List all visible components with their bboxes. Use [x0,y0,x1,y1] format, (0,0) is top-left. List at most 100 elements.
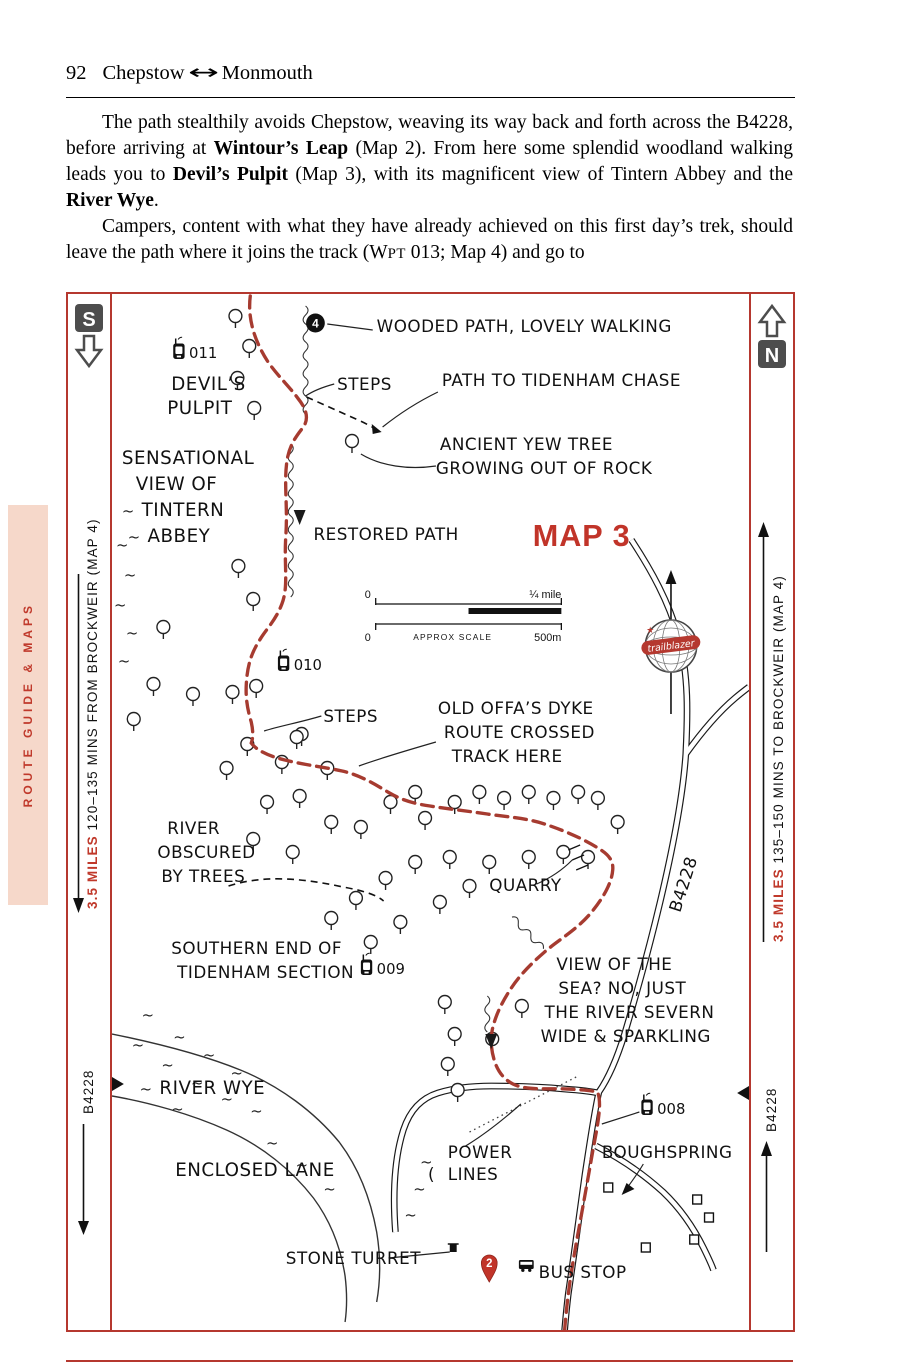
waypoint-011: 011 [189,344,217,362]
svg-text:~: ~ [420,1153,432,1171]
gps-waypoints: 011 010 009 008 [172,336,685,1118]
header-rule [66,97,795,98]
gps-icon [360,952,373,976]
svg-text:~: ~ [173,1028,185,1046]
route-direction-arrows [293,510,498,1049]
map-canvas: ~~ ~~ ~ ~~ ~~ ~~ ~~ ~~ ~ ~~ ~ ~~ ~ [112,294,749,1330]
miles-text: 3.5 MILES [771,868,786,942]
river-wye-lines [112,1033,381,1323]
gps-icon [640,1092,654,1116]
paragraph-1: The path stealthily avoids Chepstow, wea… [66,110,793,214]
text-segment-bold: Wintour’s Leap [213,137,349,159]
svg-text:~: ~ [231,1064,243,1082]
label-steps-mid: STEPS [323,706,378,726]
scale-500m: 500m [534,632,561,644]
next-map-frame-edge [66,1360,793,1368]
label-offas-2: ROUTE CROSSED [444,722,595,742]
svg-text:~: ~ [404,1206,416,1224]
svg-text:~: ~ [296,1156,308,1174]
label-southern-1: SOUTHERN END OF [171,938,342,958]
text-segment-smallcaps: PT [387,245,406,262]
logo-star-icon: ★ [646,625,654,635]
map-title: MAP 3 [533,518,631,553]
time-text: 135–150 MINS TO BROCKWEIR (MAP 4) [771,575,786,869]
svg-text:~: ~ [118,652,130,670]
waypoint-008: 008 [657,1100,685,1118]
label-sensational-2: VIEW OF [136,474,218,495]
double-arrow-icon: ↔ [187,60,219,84]
label-yew-1: ANCIENT YEW TREE [440,434,613,454]
label-sensational-1: SENSATIONAL [122,448,255,469]
text-segment-bold: Devil’s Pulpit [172,163,288,185]
text-segment: The path stealthily avoids Chepstow, wea… [66,112,793,159]
text-segment: (Map 3), with its magnificent view of Ti… [287,163,793,185]
compass-south-letter: S [82,309,95,331]
label-power-2: LINES [448,1164,499,1184]
label-offas-3: TRACK HERE [451,746,563,766]
svg-text:~: ~ [171,1100,183,1118]
svg-text:~: ~ [142,1006,154,1024]
label-sea-view-4: WIDE & SPARKLING [541,1026,711,1046]
svg-text:~: ~ [413,1180,425,1198]
text-segment: (Map 2). From here some splendid woodlan… [66,137,793,185]
north-needle-arrowhead [665,570,677,584]
label-restored-path: RESTORED PATH [313,524,458,544]
left-distance-text: 3.5 MILES 120–135 MINS FROM BROCKWEIR (M… [85,372,100,909]
svg-text:~: ~ [203,1046,215,1064]
text-segment-bold: River Wye [66,189,154,211]
route-guide-label: ROUTE GUIDE & MAPS [21,602,35,808]
roads [390,538,749,1330]
svg-text:4: 4 [312,316,319,330]
label-sea-view-2: SEA? NO, JUST [558,978,686,998]
road-arrow-down [78,1124,89,1235]
svg-text:~: ~ [114,596,126,614]
label-pointer-lines [263,323,644,1259]
paragraph-2: Campers, content with what they have alr… [66,214,793,266]
label-sea-view-3: THE RIVER SEVERN [544,1002,715,1022]
tilde-mark: ~ [122,502,134,520]
text-segment: Campers, content with what they have alr… [66,215,793,263]
offas-dyke-route [244,294,615,1330]
scale-quarter-mile: ¼ mile [529,589,561,601]
tilde-marks: ~~ ~~ ~ ~~ ~~ ~~ ~~ ~~ ~ ~~ ~ ~~ ~ [114,536,433,1224]
svg-text:~: ~ [140,1080,152,1098]
direction-arrow-from-brockweir [73,574,84,913]
svg-text:~: ~ [116,536,128,554]
north-arrow-icon [757,303,787,338]
house-icons [603,1182,715,1253]
svg-text:~: ~ [132,1036,144,1054]
south-arrow-icon [74,334,104,369]
compass-south: S [74,304,104,369]
stone-turret-icon [447,1243,459,1252]
scale-approx-label: APPROX SCALE [413,632,492,642]
svg-text:~: ~ [323,1180,335,1198]
label-boughspring: BOUGHSPRING [602,1142,733,1162]
text-segment: 013; Map 4) and go to [405,241,585,263]
page-number: 92 [66,62,87,84]
scale-bar: 0 ¼ mile 0 APPROX SCALE 500m [365,589,562,644]
label-river-obscured-3: BY TREES [161,866,245,886]
label-bus-stop: BUS STOP [539,1262,627,1282]
svg-text:~: ~ [191,1074,203,1092]
map-join-marker-4: 4 [306,313,325,333]
label-offas-1: OLD OFFA’S DYKE [438,698,594,718]
svg-text:~: ~ [126,624,138,642]
map-panel: S 3.5 MILES 120–135 MINS FROM BROCKWEIR … [66,292,795,1332]
time-text: 120–135 MINS FROM BROCKWEIR (MAP 4) [85,518,100,836]
label-river-wye: RIVER WYE [159,1078,265,1099]
label-wooded-path: WOODED PATH, LOVELY WALKING [377,316,672,336]
svg-text:~: ~ [250,1102,262,1120]
trailblazer-logo: ★ trailblazer [641,570,701,714]
label-southern-2: TIDENHAM SECTION [176,962,354,982]
label-river-obscured-1: RIVER [167,818,220,838]
compass-north: N [757,303,787,368]
footpath-arrowhead [371,424,382,434]
right-road-label: B4228 [764,1087,779,1132]
boughspring-arrowhead [621,1183,635,1195]
label-quarry: QUARRY [489,875,562,895]
svg-text:~: ~ [266,1134,278,1152]
trail-map-svg: ~~ ~~ ~ ~~ ~~ ~~ ~~ ~~ ~ ~~ ~ ~~ ~ [112,294,749,1330]
road-exit-triangles [112,1077,749,1100]
tilde-mark: ~ [128,528,140,546]
direction-arrow-to-brockweir [758,522,769,942]
